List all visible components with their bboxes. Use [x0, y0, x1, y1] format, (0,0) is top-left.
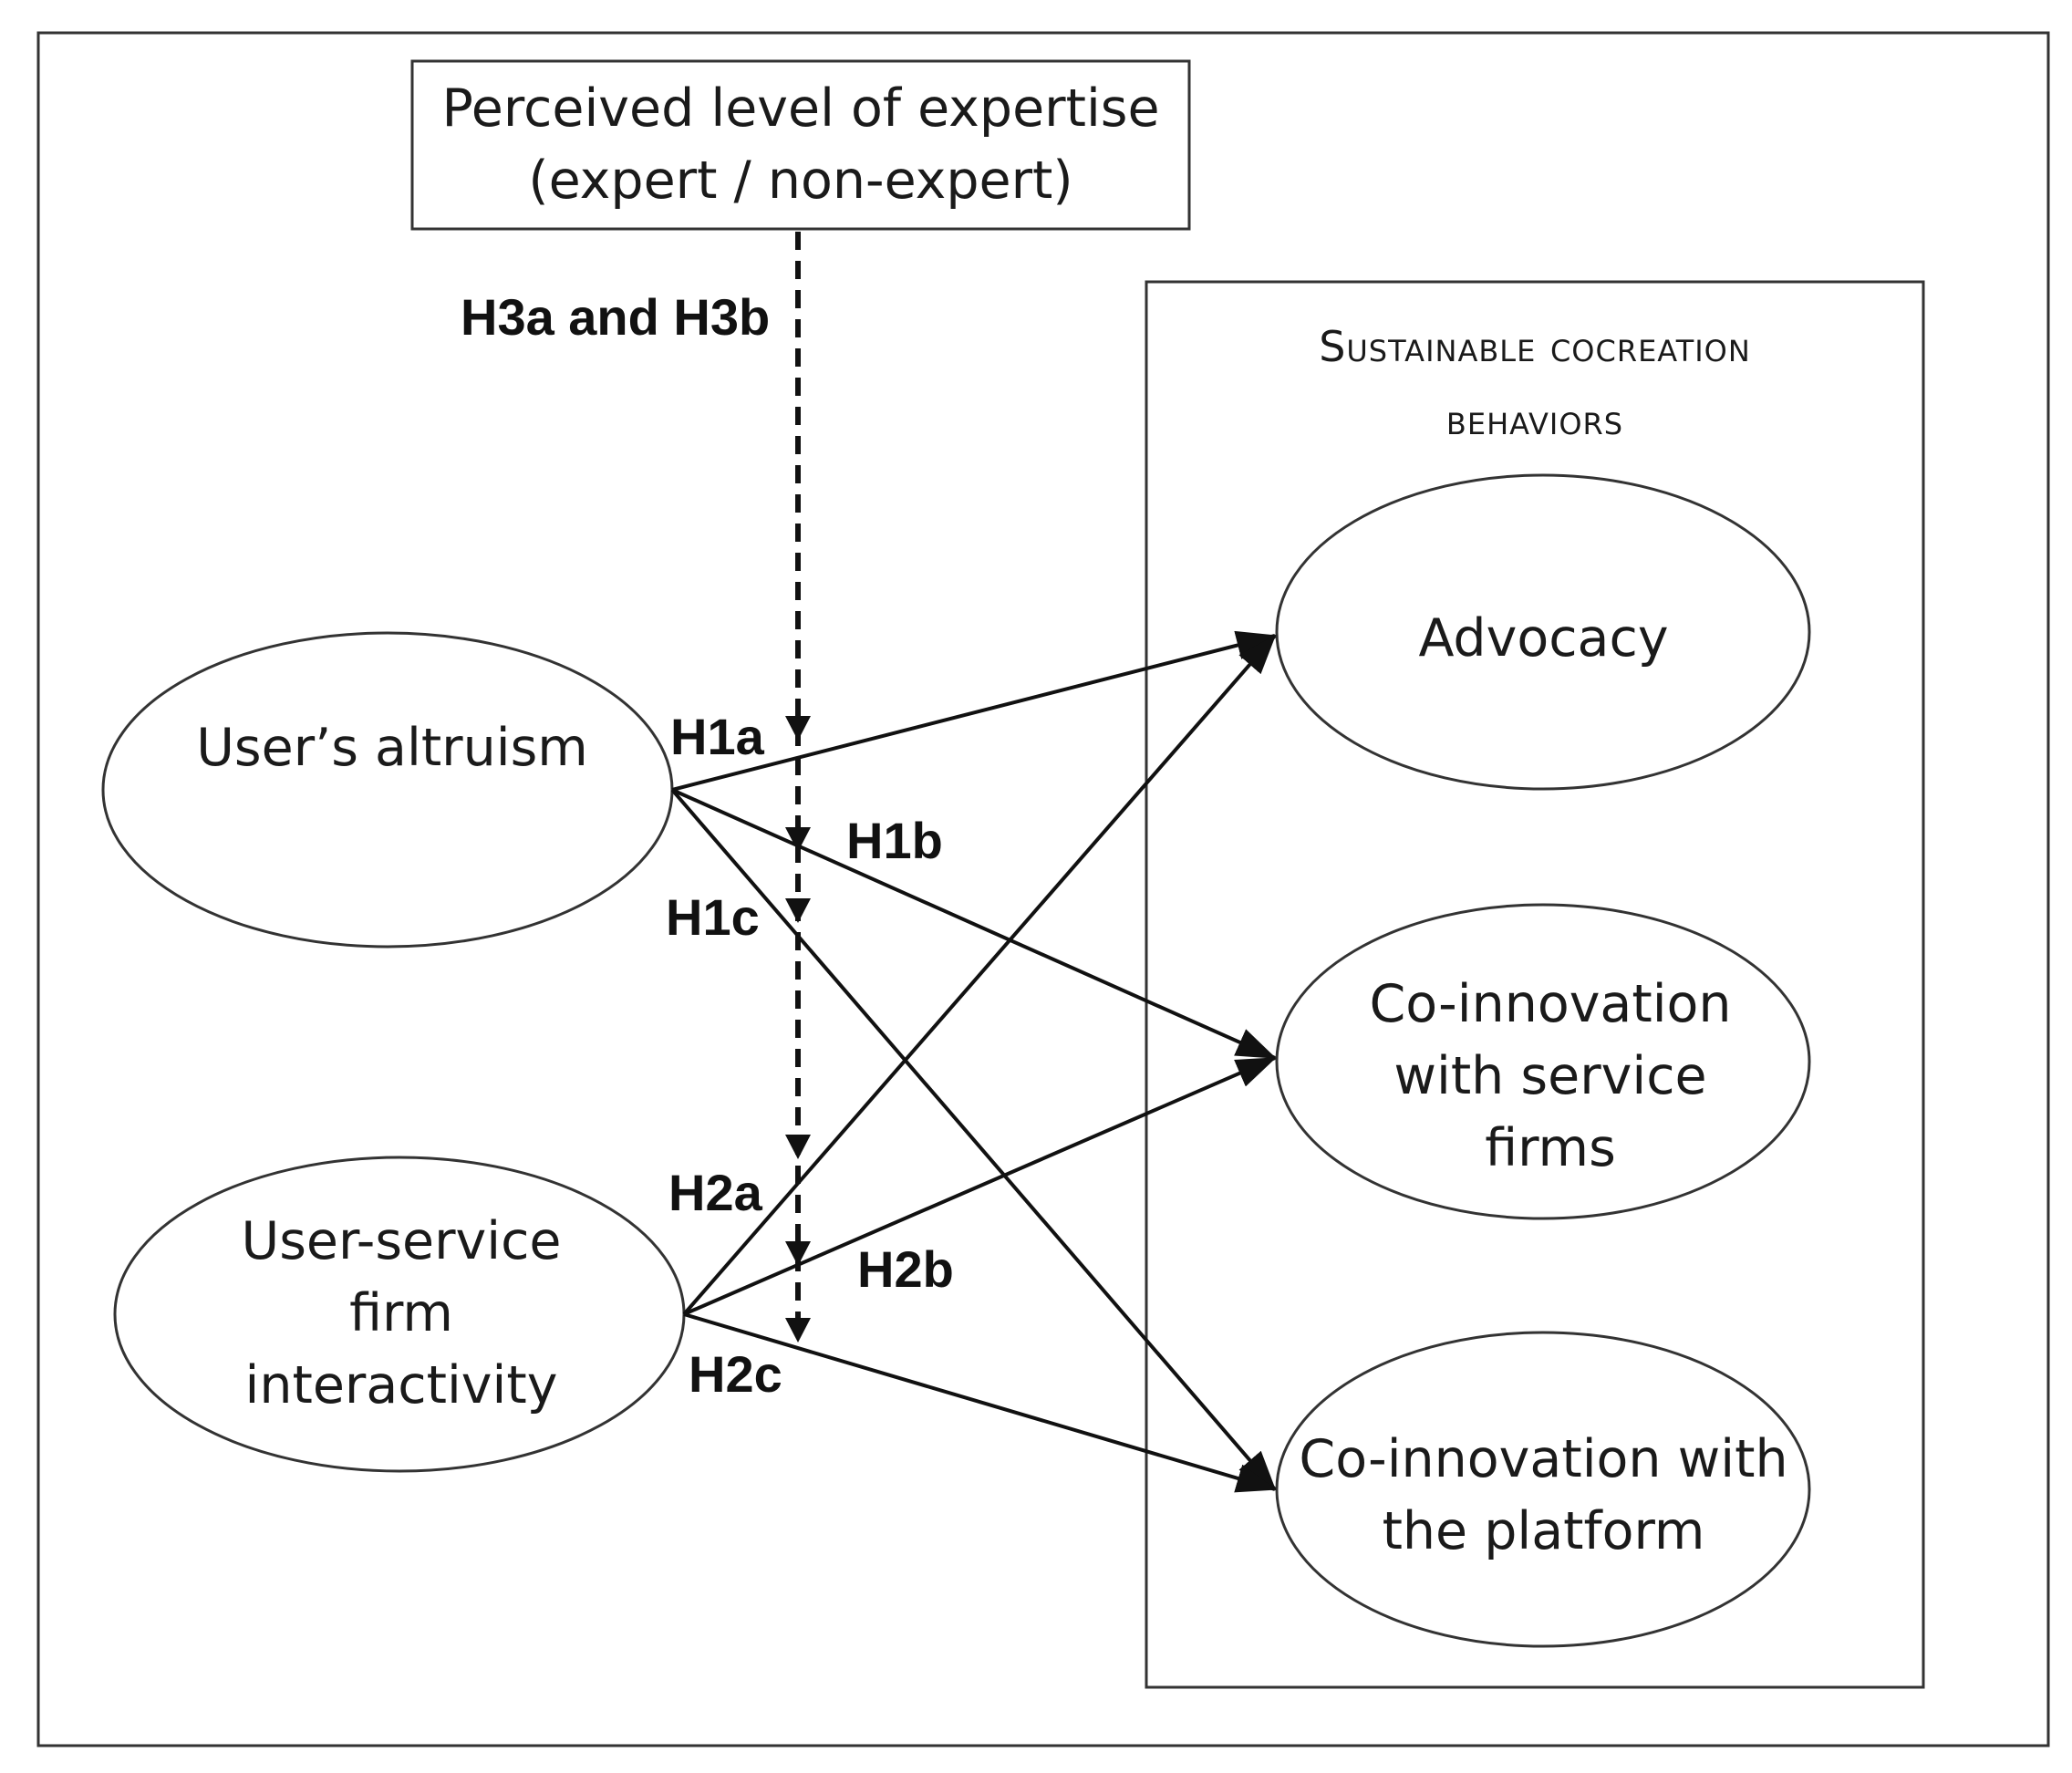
path-arrows — [670, 630, 1277, 1493]
node-interactivity-shape — [113, 1156, 686, 1473]
moderator-box — [410, 59, 1191, 231]
moderation-arrowhead-h2a — [785, 1135, 811, 1159]
moderation-arrowhead-h1b — [785, 827, 811, 852]
arrow-h2a — [682, 634, 1277, 1316]
outer-frame — [36, 31, 2050, 1747]
arrow-h2b — [683, 1056, 1277, 1316]
moderation-arrowhead-h1c — [785, 898, 811, 923]
outcomes-group-box — [1145, 280, 1925, 1689]
arrow-h1a — [671, 630, 1277, 792]
node-altruism-shape — [101, 631, 674, 949]
node-coinnovation-platform-shape — [1275, 1331, 1811, 1648]
node-coinnovation-service-shape — [1275, 903, 1811, 1220]
moderation-arrowhead-h1a — [785, 716, 811, 741]
moderation-arrowhead-h2b — [785, 1241, 811, 1266]
node-advocacy-shape — [1275, 473, 1811, 791]
arrow-h2c — [683, 1312, 1277, 1493]
moderation-line — [785, 232, 811, 1343]
arrow-h1b — [671, 788, 1277, 1060]
moderation-arrowhead-h2c — [785, 1318, 811, 1343]
arrow-h1c — [670, 788, 1277, 1491]
